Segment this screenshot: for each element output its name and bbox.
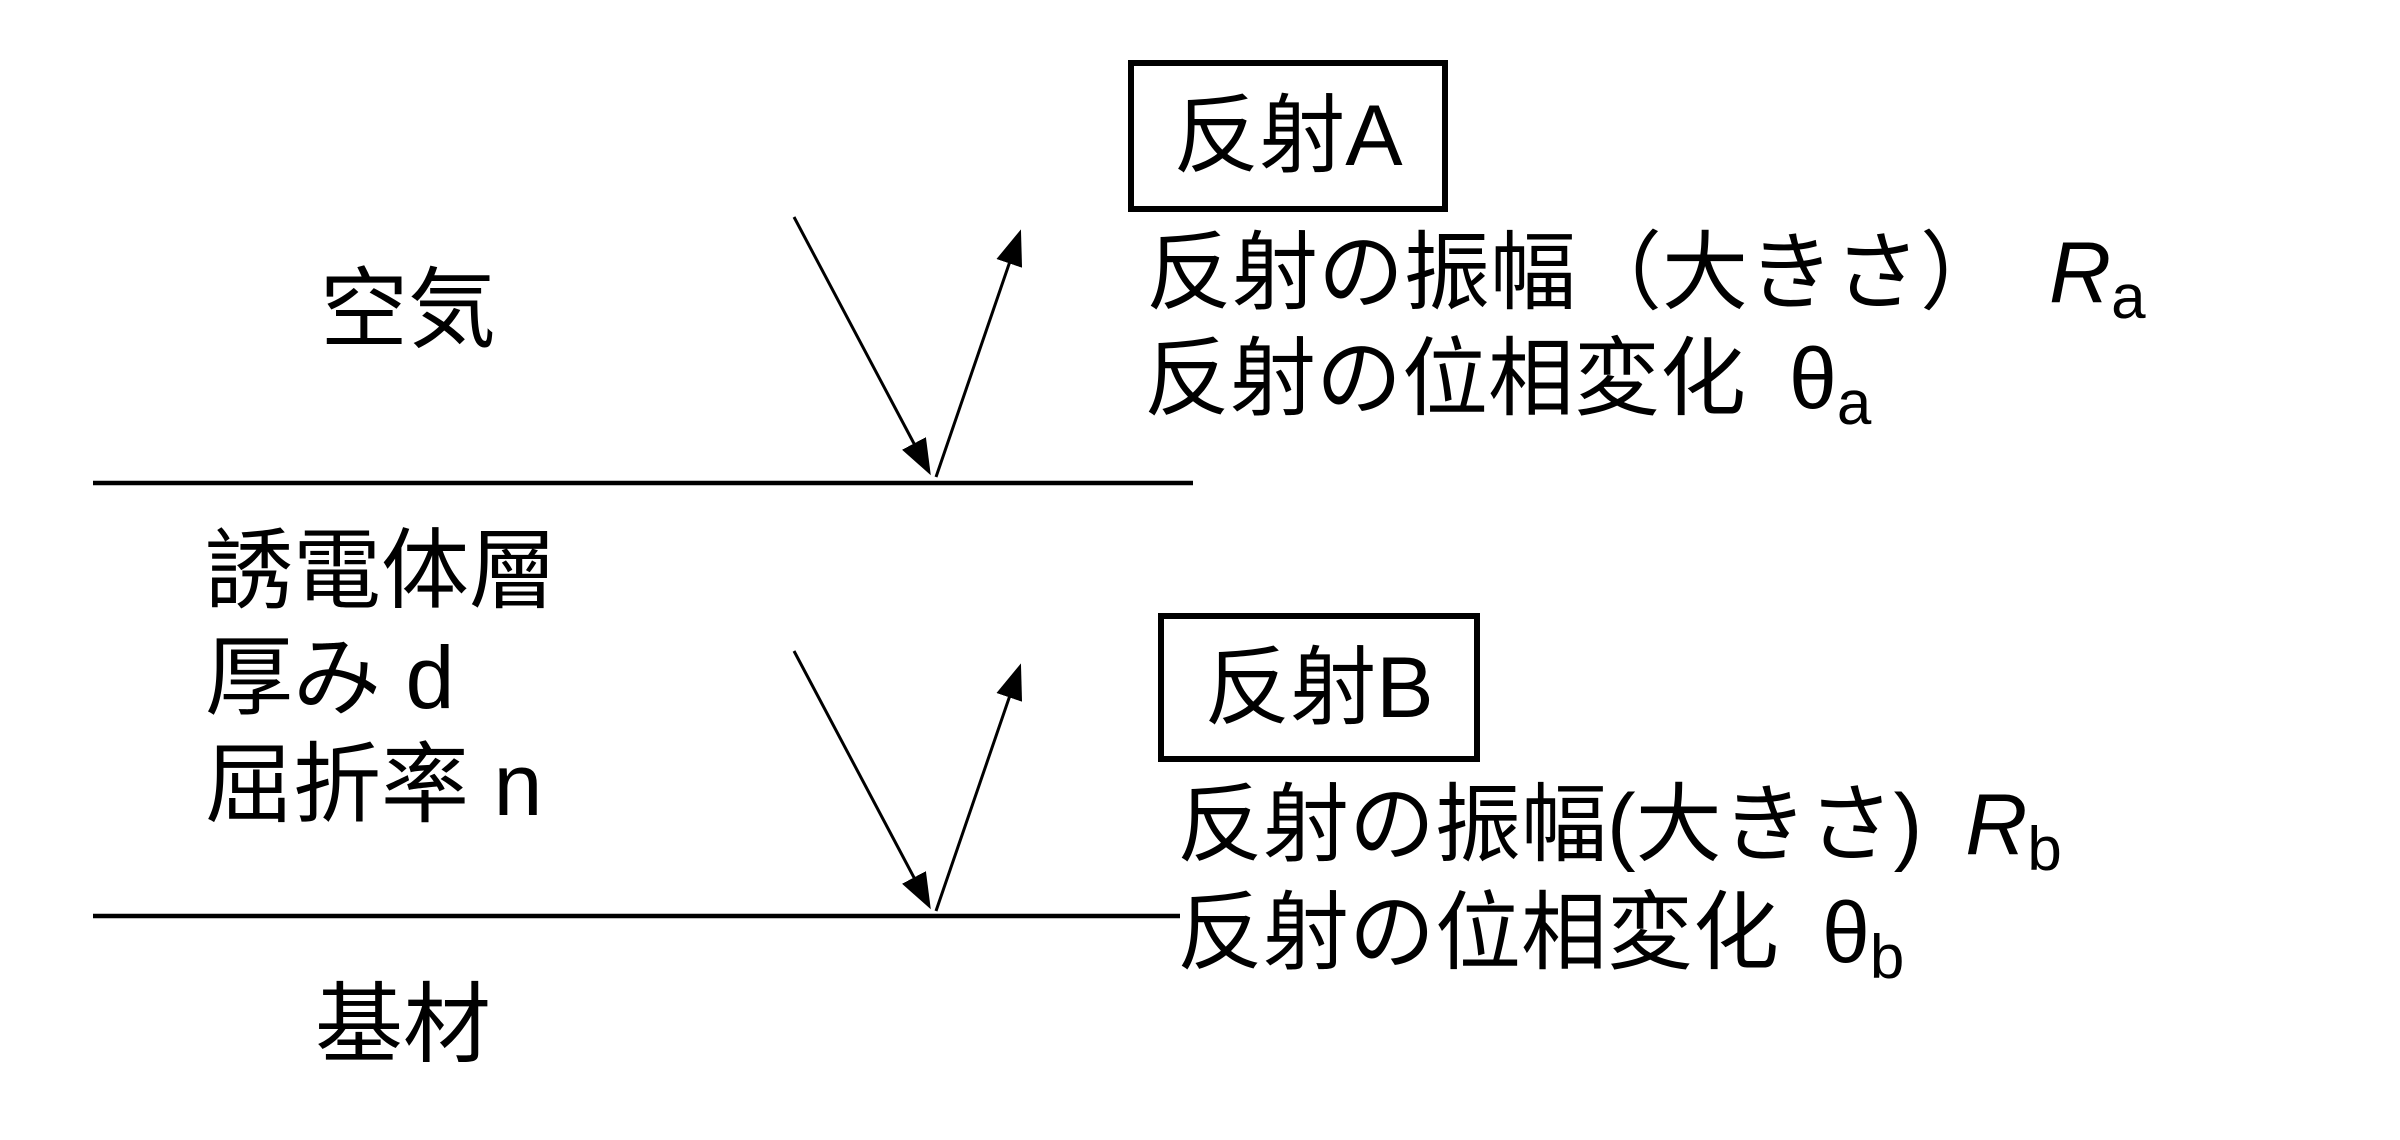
- dielectric-refractive-index-label: 屈折率 n: [205, 735, 543, 834]
- reflection-b-box: 反射B: [1158, 613, 1480, 762]
- reflection-b-amplitude-text: 反射の振幅(大きさ): [1177, 777, 1923, 873]
- reflection-a-box: 反射A: [1128, 60, 1448, 212]
- reflection-b-amplitude-symbol: R: [1965, 777, 2028, 873]
- incident-ray-a: [792, 216, 931, 476]
- reflection-b-phase-subscript: b: [1869, 923, 1905, 993]
- reflection-b-amplitude-line: 反射の振幅(大きさ)Rb: [1177, 782, 2062, 881]
- reflection-a-phase-text: 反射の位相変化: [1144, 331, 1746, 427]
- reflected-ray-b: [934, 663, 1023, 912]
- reflection-a-amplitude-line: 反射の振幅（大きさ）Ra: [1146, 230, 2146, 329]
- reflection-a-amplitude-symbol: R: [2049, 225, 2112, 321]
- reflection-a-amplitude-subscript: a: [2111, 263, 2146, 333]
- dielectric-thickness-label: 厚み d: [205, 628, 455, 727]
- reflection-a-box-label: 反射A: [1173, 88, 1403, 184]
- reflection-b-box-label: 反射B: [1204, 639, 1434, 736]
- substrate-region-label: 基材: [315, 975, 492, 1074]
- reflection-b-phase-text: 反射の位相変化: [1177, 885, 1779, 981]
- reflection-b-phase-symbol: θ: [1822, 885, 1870, 981]
- reflection-a-phase-subscript: a: [1836, 369, 1872, 439]
- reflection-a-amplitude-text: 反射の振幅（大きさ）: [1146, 225, 2006, 321]
- incident-ray-b: [792, 650, 931, 910]
- dielectric-layer-label: 誘電体層: [205, 521, 558, 620]
- reflected-ray-a: [934, 229, 1023, 478]
- reflection-a-phase-symbol: θ: [1789, 331, 1837, 427]
- reflection-b-amplitude-subscript: b: [2027, 815, 2062, 885]
- air-region-label: 空気: [320, 260, 497, 359]
